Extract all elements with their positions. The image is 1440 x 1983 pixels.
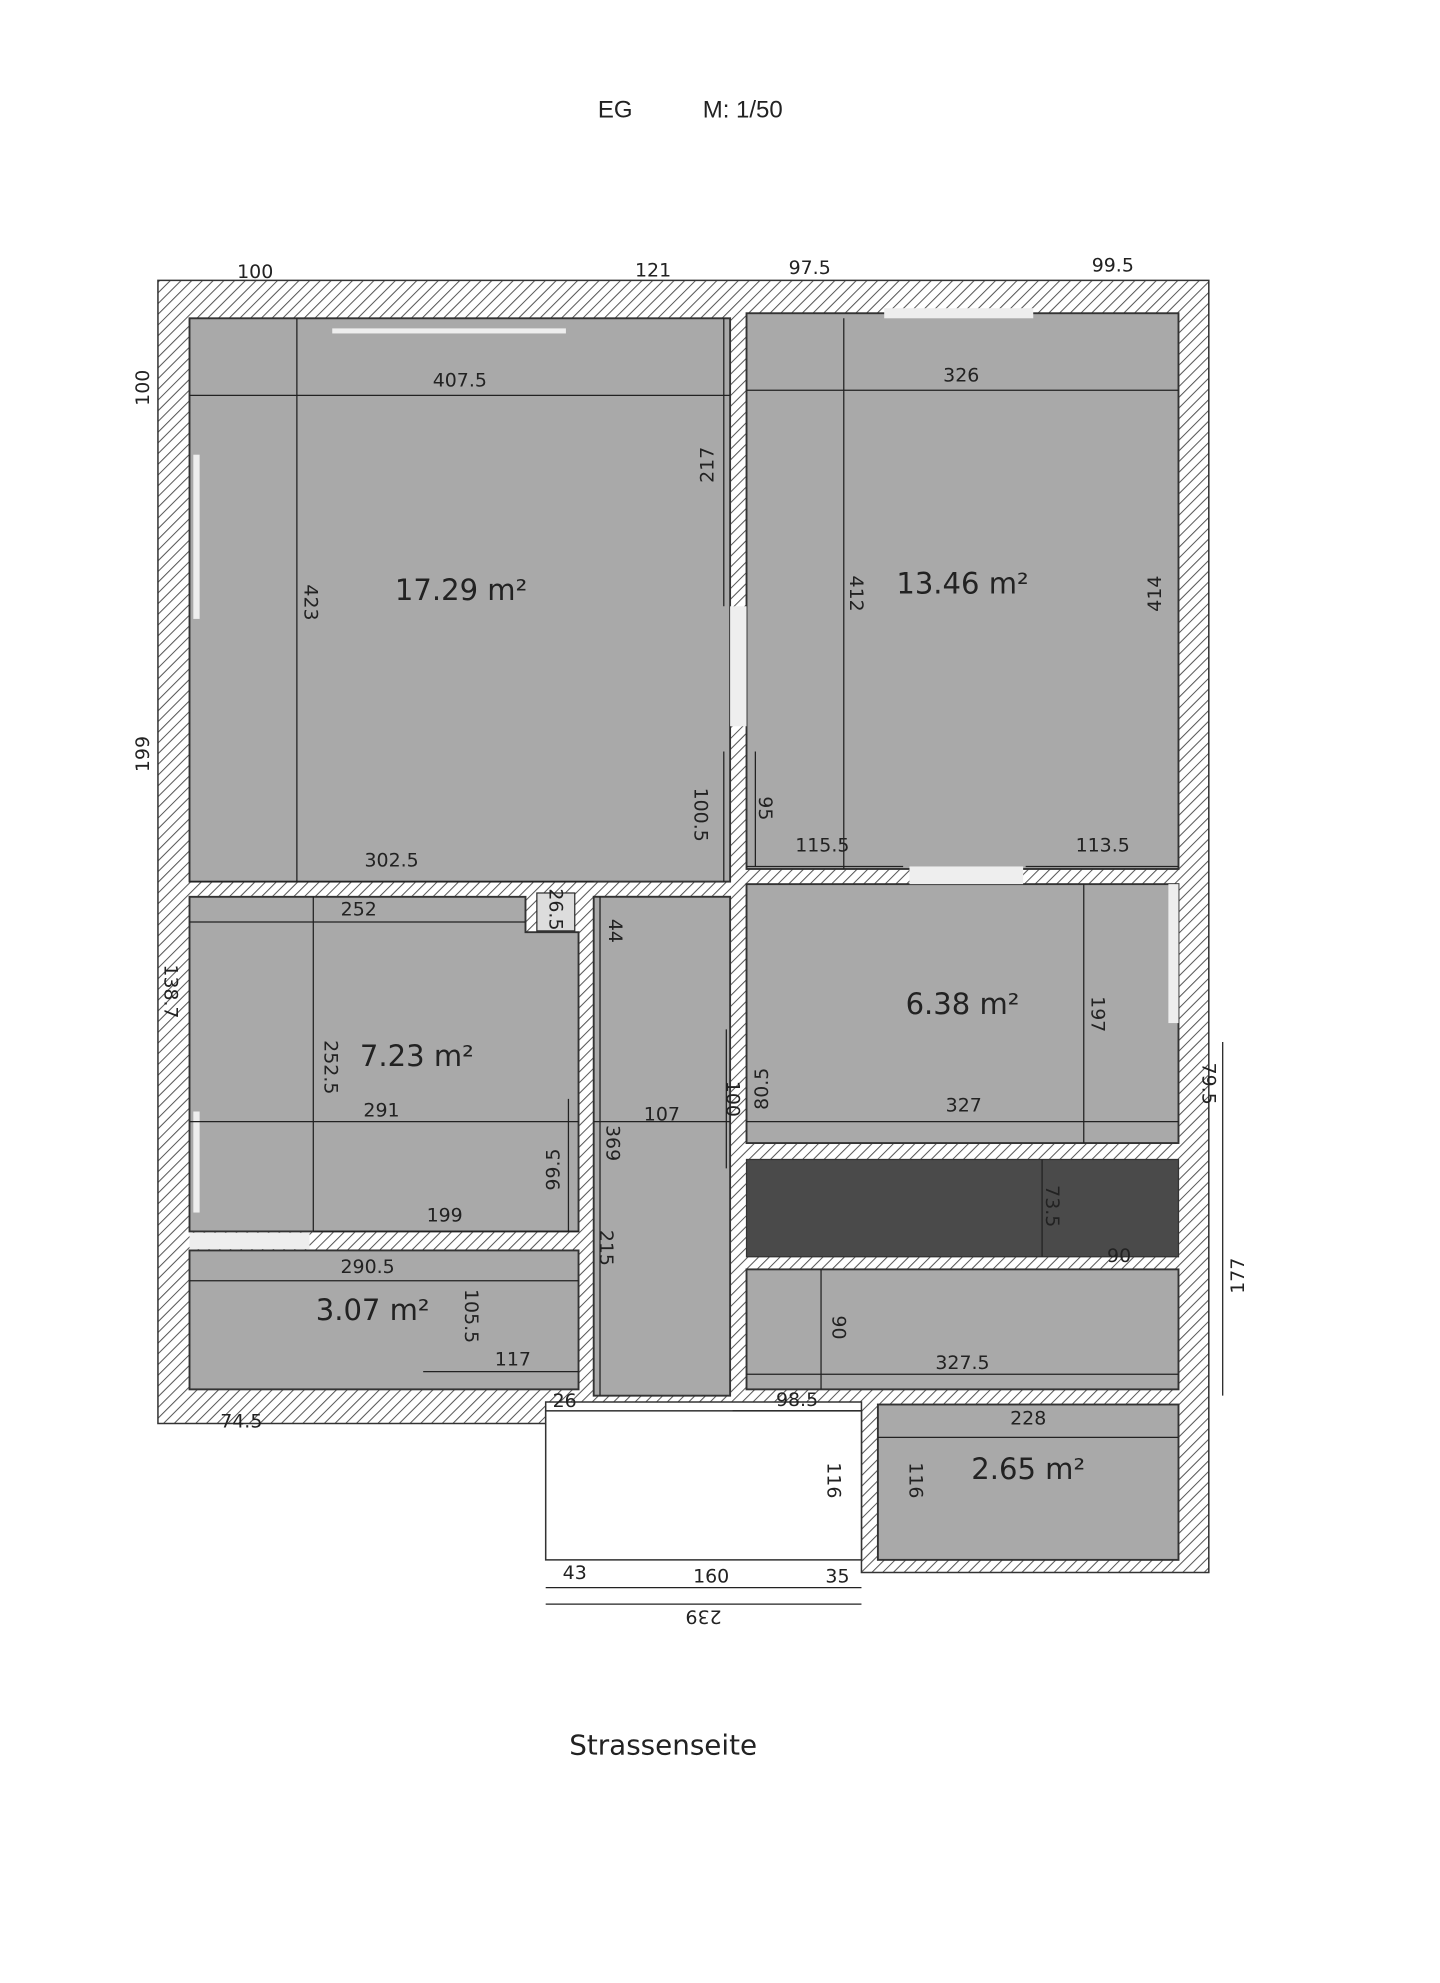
dim-label: 412 bbox=[845, 576, 867, 612]
dim-label: 326 bbox=[943, 364, 979, 386]
dim-label: 44 bbox=[604, 919, 626, 943]
dim-label: 252.5 bbox=[320, 1040, 342, 1094]
dim-label: 138.7 bbox=[159, 964, 181, 1018]
dim-label: 199 bbox=[132, 736, 154, 772]
dim-label: 115.5 bbox=[795, 834, 849, 856]
dimension-labels: 100 121 97.5 99.5 100 407.5 326 217 423 … bbox=[132, 255, 1249, 1628]
dim-label: 199 bbox=[427, 1204, 463, 1226]
dim-label: 100.5 bbox=[690, 788, 712, 842]
area-label: 17.29 m² bbox=[395, 573, 527, 607]
dim-label: 100 bbox=[132, 370, 154, 406]
dimension-lines bbox=[189, 318, 1224, 1605]
dim-label: 74.5 bbox=[220, 1410, 262, 1432]
dim-label: 95 bbox=[754, 796, 776, 820]
dim-label: 100 bbox=[237, 261, 273, 283]
room-13-46 bbox=[745, 312, 1180, 870]
entrance-area bbox=[544, 1410, 863, 1561]
dim-label: 117 bbox=[495, 1348, 531, 1370]
dim-label: 35 bbox=[825, 1566, 849, 1588]
dim-label: 217 bbox=[697, 447, 719, 483]
dim-label: 407.5 bbox=[433, 369, 487, 391]
dim-label: 26.5 bbox=[544, 888, 566, 930]
dim-label: 98.5 bbox=[776, 1389, 818, 1411]
room-6-38 bbox=[745, 883, 1180, 1145]
area-label: 13.46 m² bbox=[896, 567, 1028, 601]
dim-label: 369 bbox=[601, 1125, 623, 1161]
dim-label: 423 bbox=[299, 584, 321, 620]
dim-label: 100 bbox=[721, 1081, 743, 1117]
street-side-label: Strassenseite bbox=[569, 1728, 757, 1761]
area-labels: 17.29 m² 13.46 m² 7.23 m² 6.38 m² 3.07 m… bbox=[316, 567, 1085, 1486]
dim-label: 121 bbox=[635, 260, 671, 282]
dim-label: 80.5 bbox=[751, 1068, 773, 1110]
dim-label: 215 bbox=[595, 1230, 617, 1266]
rooms bbox=[188, 308, 1180, 1561]
floor-label: EG bbox=[598, 96, 633, 123]
dim-label: 291 bbox=[363, 1100, 399, 1122]
area-label: 6.38 m² bbox=[906, 987, 1020, 1021]
dim-label: 116 bbox=[904, 1462, 926, 1498]
dim-label: 327.5 bbox=[935, 1352, 989, 1374]
dim-label: 290.5 bbox=[340, 1256, 394, 1278]
dim-label: 239 bbox=[686, 1605, 722, 1627]
shaft bbox=[536, 892, 576, 932]
room-3-07 bbox=[188, 1249, 580, 1391]
dim-label: 116 bbox=[822, 1462, 844, 1498]
dim-label: 327 bbox=[946, 1094, 982, 1116]
dim-label: 160 bbox=[693, 1566, 729, 1588]
dim-label: 99.5 bbox=[1092, 255, 1134, 277]
dim-label: 90 bbox=[827, 1315, 849, 1339]
dim-label: 197 bbox=[1086, 996, 1108, 1032]
dark-room bbox=[745, 1158, 1180, 1258]
dim-label: 252 bbox=[341, 899, 377, 921]
dim-label: 177 bbox=[1227, 1258, 1249, 1294]
dim-label: 79.5 bbox=[1197, 1063, 1219, 1105]
room-7-23 bbox=[188, 895, 580, 1233]
dim-label: 90 bbox=[1107, 1245, 1131, 1267]
dim-label: 302.5 bbox=[364, 849, 418, 871]
dim-label: 73.5 bbox=[1041, 1185, 1063, 1227]
dim-label: 228 bbox=[1010, 1408, 1046, 1430]
hallway bbox=[592, 895, 732, 1397]
dim-label: 97.5 bbox=[789, 257, 831, 279]
area-label: 2.65 m² bbox=[971, 1452, 1085, 1486]
dim-label: 43 bbox=[563, 1562, 587, 1584]
dim-label: 107 bbox=[644, 1103, 680, 1125]
scale-label: M: 1/50 bbox=[703, 96, 783, 123]
dim-label: 113.5 bbox=[1076, 834, 1130, 856]
area-label: 3.07 m² bbox=[316, 1293, 430, 1327]
dim-label: 99.5 bbox=[543, 1149, 565, 1191]
dim-label: 414 bbox=[1144, 576, 1166, 612]
dim-label: 26 bbox=[553, 1390, 577, 1412]
dim-label: 105.5 bbox=[460, 1289, 482, 1343]
room-2-65 bbox=[876, 1403, 1180, 1561]
area-label: 7.23 m² bbox=[360, 1039, 474, 1073]
room-lower-right bbox=[745, 1268, 1180, 1391]
